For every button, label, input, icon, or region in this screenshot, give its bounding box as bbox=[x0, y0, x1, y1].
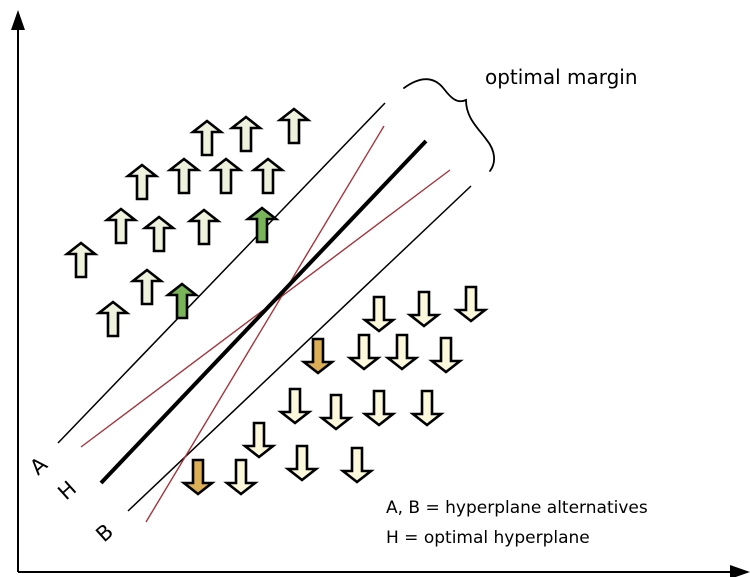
down-arrow-icon bbox=[284, 444, 320, 482]
down-arrow-icon bbox=[409, 389, 445, 427]
down-arrow-icon bbox=[241, 421, 277, 459]
down-arrow-icon bbox=[384, 333, 420, 371]
up-arrow-icon bbox=[95, 300, 131, 338]
optimal-hyperplane bbox=[99, 139, 428, 485]
up-arrow-icon-support-vector bbox=[164, 282, 200, 320]
down-arrow-icon bbox=[346, 333, 382, 371]
down-arrow-icon bbox=[223, 458, 259, 496]
y-axis-arrowhead bbox=[11, 10, 25, 30]
down-arrow-icon bbox=[318, 393, 354, 431]
down-arrow-icon bbox=[361, 389, 397, 427]
down-arrow-icon bbox=[406, 290, 442, 328]
up-arrow-icon bbox=[186, 208, 222, 246]
margin-label: optimal margin bbox=[485, 65, 638, 89]
down-arrow-icon-support-vector bbox=[180, 458, 216, 496]
margin-line-upper bbox=[57, 102, 386, 444]
up-arrow-icon bbox=[250, 157, 286, 195]
up-arrow-icon bbox=[124, 163, 160, 201]
line-label-b: B bbox=[91, 519, 118, 546]
up-arrow-icon bbox=[189, 119, 225, 157]
up-arrow-icon bbox=[103, 207, 139, 245]
up-arrow-icon bbox=[208, 157, 244, 195]
legend-optimal: H = optimal hyperplane bbox=[386, 528, 590, 548]
line-label-h: H bbox=[53, 476, 81, 504]
down-arrow-icon bbox=[339, 446, 375, 484]
up-arrow-icon bbox=[228, 115, 264, 153]
up-arrow-icon bbox=[166, 157, 202, 195]
up-arrow-icon-support-vector bbox=[244, 206, 280, 244]
x-axis-arrowhead bbox=[730, 565, 750, 577]
line-label-a: A bbox=[25, 452, 52, 480]
legend-alternatives: A, B = hyperplane alternatives bbox=[386, 498, 648, 518]
up-arrow-icon bbox=[276, 107, 312, 145]
up-arrow-icon bbox=[141, 215, 177, 253]
up-arrow-icon bbox=[129, 268, 165, 306]
hyperplane-alternative-b bbox=[145, 125, 385, 523]
down-arrow-icon bbox=[453, 285, 489, 323]
down-arrow-icon bbox=[361, 295, 397, 333]
down-arrow-icon bbox=[277, 387, 313, 425]
up-arrow-icon bbox=[63, 241, 99, 279]
down-arrow-icon bbox=[428, 336, 464, 374]
down-arrow-icon-support-vector bbox=[300, 337, 336, 375]
data-points bbox=[63, 107, 489, 496]
margin-brace bbox=[403, 78, 495, 172]
